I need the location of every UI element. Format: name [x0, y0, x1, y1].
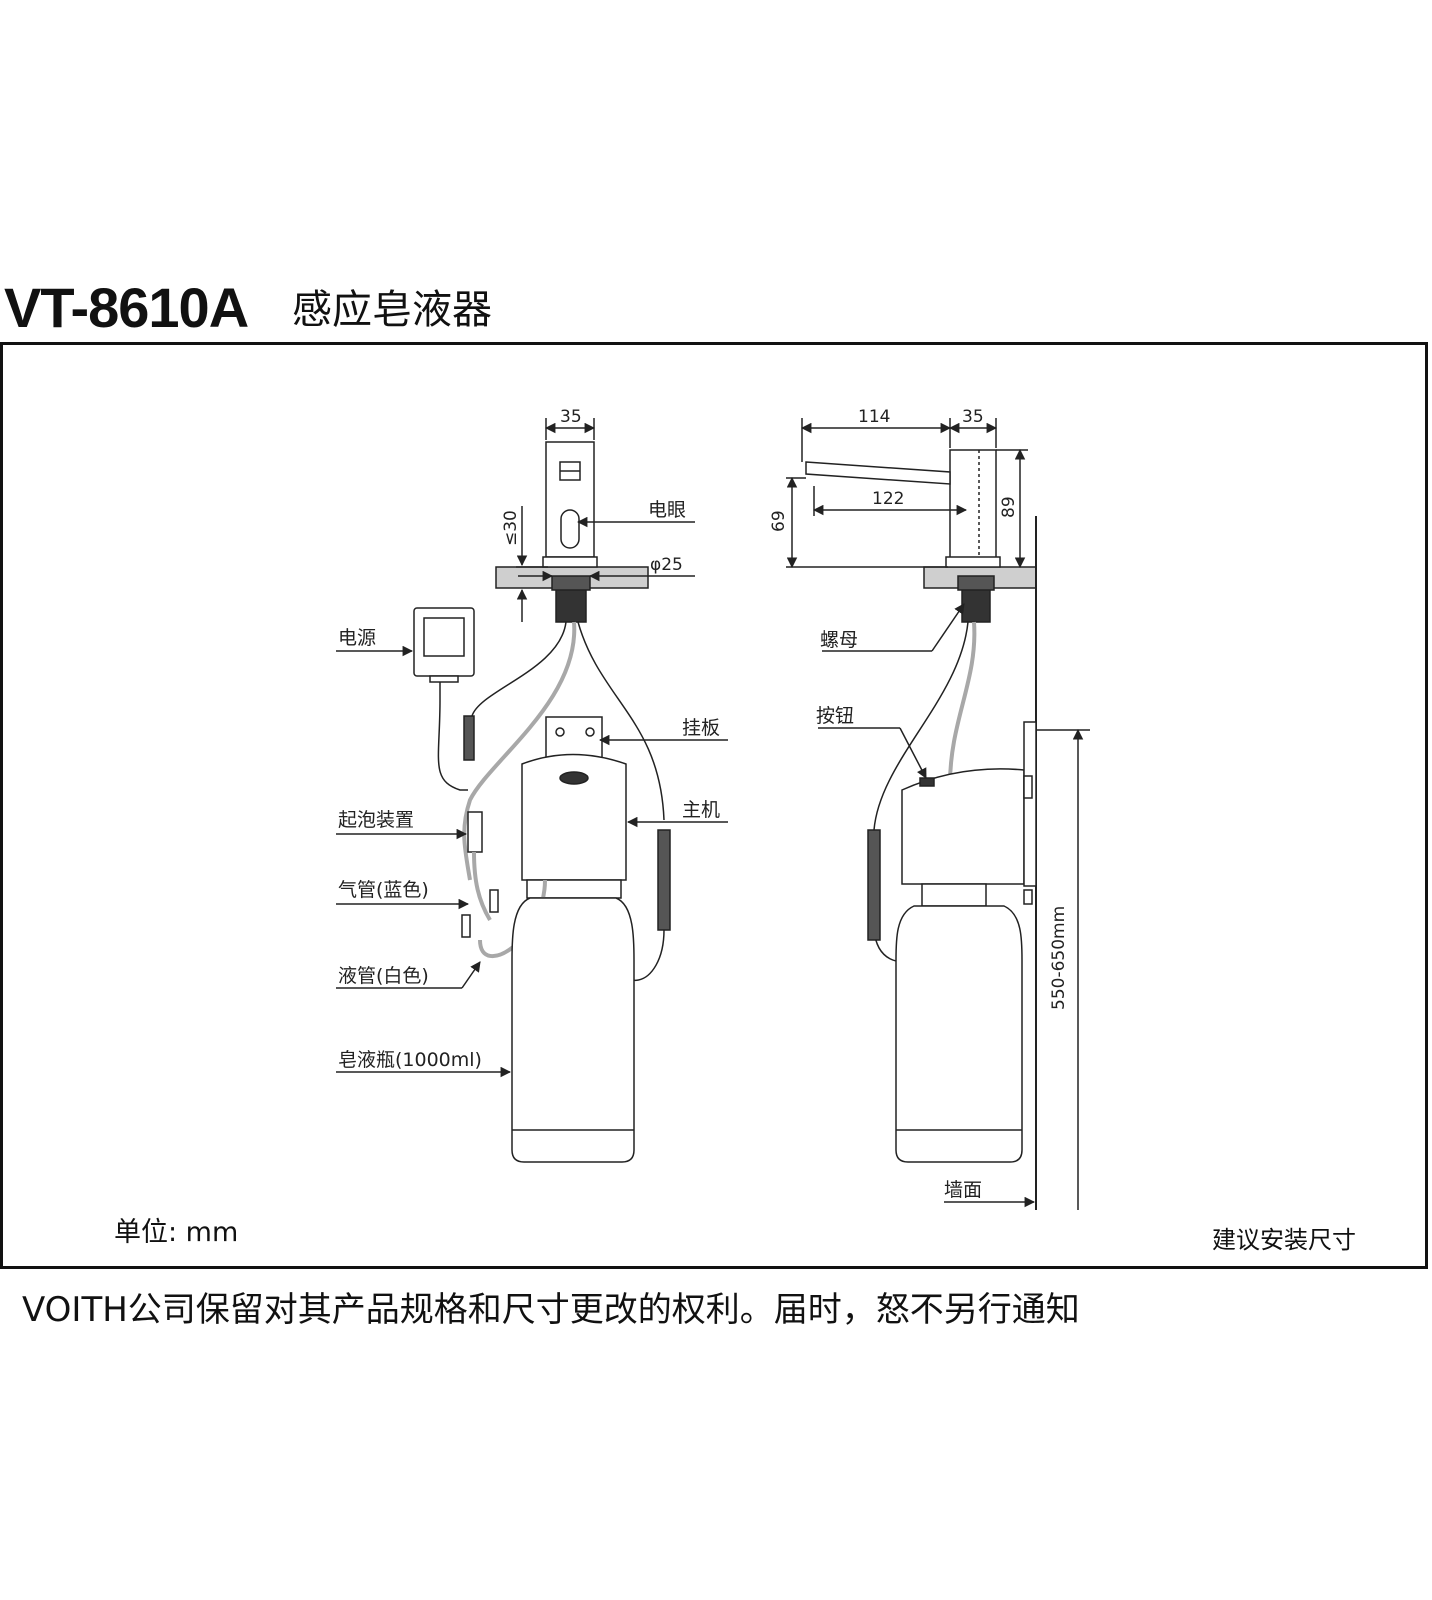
faucet-body-side — [949, 449, 997, 564]
suggested-install-label: 建议安装尺寸 — [1212, 1226, 1356, 1254]
label-foam-device: 起泡装置 — [338, 809, 414, 831]
rights-notice: VOITH公司保留对其产品规格和尺寸更改的权利。届时，怒不另行通知 — [22, 1290, 1080, 1330]
label-bottle: 皂液瓶(1000ml) — [338, 1049, 482, 1071]
front-view — [336, 418, 728, 1163]
wall-bracket-side — [1023, 721, 1037, 887]
sensor-eye-icon — [560, 509, 580, 549]
drawing-frame — [0, 342, 1428, 1269]
side-dim-height-total: 89 — [999, 496, 1019, 518]
main-unit-front — [521, 753, 627, 881]
foam-device — [467, 811, 483, 853]
label-power: 电源 — [338, 627, 376, 649]
label-bracket: 挂板 — [682, 717, 720, 739]
label-sensor: 电眼 — [648, 499, 686, 521]
diagram-labels: 35 ≤30 φ25 电眼 电源 挂板 主机 起泡装置 气管(蓝色) 液管(白色… — [338, 407, 1069, 1201]
mounting-bracket-front — [545, 716, 603, 762]
side-view — [786, 418, 1090, 1210]
label-button: 按钮 — [816, 705, 854, 727]
product-name: 感应皂液器 — [292, 287, 492, 333]
shank-nut-side — [961, 587, 991, 623]
faucet-spout-side — [805, 461, 951, 485]
side-dim-install-height: 550-650mm — [1049, 906, 1069, 1010]
soap-bottle-front — [511, 897, 635, 1163]
unit-label: 单位: mm — [114, 1217, 239, 1248]
side-dim-spout: 122 — [872, 489, 904, 509]
model-number: VT-8610A — [4, 276, 249, 339]
label-wall: 墙面 — [944, 1179, 982, 1201]
side-dim-height-spout: 69 — [769, 510, 789, 532]
label-liquid-tube: 液管(白色) — [338, 965, 429, 987]
front-dim-diameter: φ25 — [650, 555, 683, 575]
side-dim-width: 35 — [962, 407, 984, 427]
label-nut: 螺母 — [820, 629, 858, 651]
soap-bottle-side — [895, 905, 1023, 1163]
front-dim-width: 35 — [560, 407, 582, 427]
label-main-unit: 主机 — [682, 799, 720, 821]
label-air-tube: 气管(蓝色) — [338, 879, 429, 901]
side-dim-reach: 114 — [858, 407, 890, 427]
front-dim-max-thickness: ≤30 — [501, 510, 521, 546]
shank-nut-front — [555, 587, 587, 623]
